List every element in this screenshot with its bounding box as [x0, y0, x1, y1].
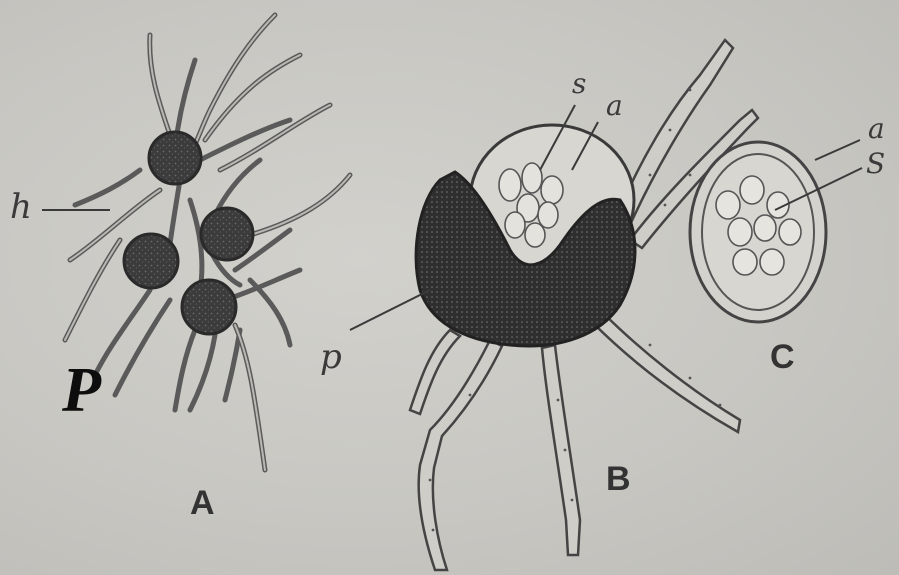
caption-panel-b: B	[606, 462, 631, 496]
label-hypha-h: h	[10, 190, 32, 224]
label-ascus-c-a: a	[868, 115, 885, 143]
label-spore-s: s	[572, 70, 586, 98]
cleistothecium	[149, 132, 201, 184]
cleistothecium	[182, 280, 236, 334]
cleistothecium	[201, 208, 253, 260]
label-spore-c-s: S	[866, 150, 885, 178]
cleistothecium	[124, 234, 178, 288]
caption-panel-a: A	[190, 486, 215, 520]
label-ascus-a: a	[606, 92, 623, 120]
label-peridium-p: p	[320, 340, 342, 374]
caption-panel-c: C	[770, 340, 795, 374]
label-appendage-p: P	[62, 358, 101, 422]
